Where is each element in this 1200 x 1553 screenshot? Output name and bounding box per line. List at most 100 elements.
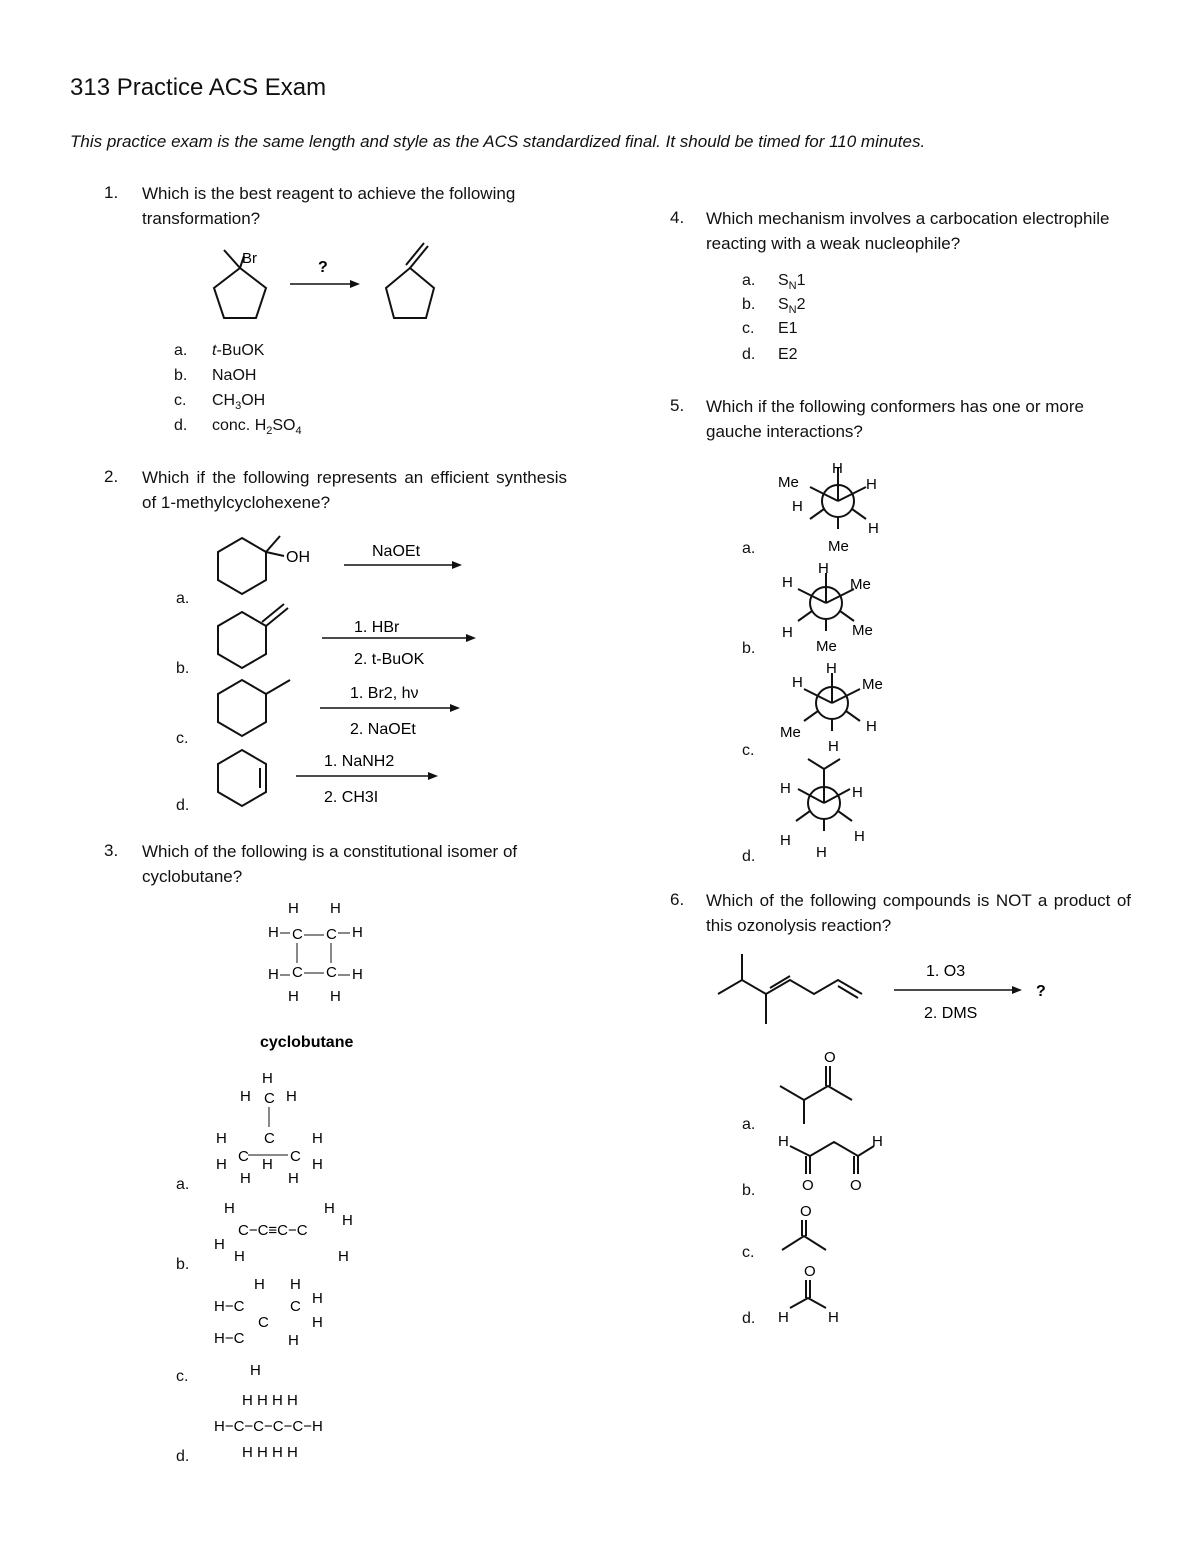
svg-text:H: H: [852, 784, 863, 801]
q2-option-c[interactable]: c.: [176, 730, 189, 747]
svg-text:H: H: [268, 966, 279, 983]
q1-option-c-letter: c.: [174, 392, 187, 409]
svg-text:H: H: [792, 498, 803, 515]
q2-number: 2.: [104, 467, 119, 486]
q1-option-d-letter: d.: [174, 417, 188, 434]
svg-text:H: H: [330, 988, 341, 1005]
svg-text:H: H: [854, 828, 865, 845]
q5-text: Which if the following conformers has on…: [706, 397, 1084, 441]
q5-option-b[interactable]: b.: [742, 640, 756, 657]
svg-text:H−C: H−C: [214, 1330, 245, 1347]
svg-text:H: H: [868, 520, 879, 537]
svg-text:H: H: [312, 1314, 323, 1331]
svg-text:H: H: [216, 1156, 227, 1173]
svg-text:H: H: [352, 924, 363, 941]
q6-option-d[interactable]: d.: [742, 1310, 756, 1327]
q4-option-b[interactable]: SN2: [778, 296, 806, 317]
svg-text:C: C: [326, 964, 337, 981]
svg-text:O: O: [804, 1263, 816, 1280]
q3-option-c[interactable]: c.: [176, 1368, 189, 1385]
svg-text:H: H: [312, 1156, 323, 1173]
svg-text:Me: Me: [862, 676, 883, 693]
svg-text:H: H: [214, 1236, 225, 1253]
q1-option-d[interactable]: conc. H2SO4: [212, 417, 302, 438]
svg-text:H: H: [828, 738, 839, 755]
svg-text:Me: Me: [816, 638, 837, 655]
q2-b-step2: 2. t-BuOK: [354, 651, 425, 668]
q4-option-c[interactable]: E1: [778, 320, 798, 337]
q1-number: 1.: [104, 183, 119, 202]
svg-text:H: H: [234, 1248, 245, 1265]
svg-text:Me: Me: [850, 576, 871, 593]
q1-option-a-letter: a.: [174, 342, 188, 359]
svg-text:H: H: [352, 966, 363, 983]
q1-reaction-scheme: Br ?: [212, 242, 436, 319]
svg-text:C−C≡C−C: C−C≡C−C: [238, 1222, 308, 1239]
svg-text:H: H: [312, 1290, 323, 1307]
q4-option-d[interactable]: E2: [778, 346, 798, 363]
svg-text:H: H: [828, 1309, 839, 1326]
q2-option-b[interactable]: b.: [176, 660, 190, 677]
q1-option-b-letter: b.: [174, 367, 188, 384]
svg-text:H: H: [780, 832, 791, 849]
q2-a-step1: NaOEt: [372, 543, 421, 560]
svg-text:H: H: [826, 660, 837, 677]
svg-text:O: O: [824, 1049, 836, 1066]
q5-option-a[interactable]: a.: [742, 540, 756, 557]
svg-text:H: H: [240, 1088, 251, 1105]
svg-text:C: C: [264, 1090, 275, 1107]
q5-option-c[interactable]: c.: [742, 742, 755, 759]
q4-number: 4.: [670, 208, 685, 227]
q2-b-step1: 1. HBr: [354, 619, 400, 636]
svg-text:H: H: [312, 1130, 323, 1147]
q2-synthesis-schemes: OH NaOEt 1. HBr 2. t-BuOK 1. Br2, hν 2. …: [217, 535, 476, 808]
svg-text:H: H: [268, 924, 279, 941]
q2-option-d[interactable]: d.: [176, 797, 190, 814]
q6-number: 6.: [670, 890, 685, 909]
q3-number: 3.: [104, 841, 119, 860]
q1-option-a[interactable]: t-BuOK: [212, 342, 265, 359]
svg-text:H: H: [338, 1248, 349, 1265]
svg-text:H: H: [216, 1130, 227, 1147]
svg-text:H: H: [288, 900, 299, 917]
q6-option-c[interactable]: c.: [742, 1244, 755, 1261]
svg-text:C: C: [258, 1314, 269, 1331]
svg-text:H: H: [818, 560, 829, 577]
svg-text:O: O: [802, 1177, 814, 1194]
q2-text: Which if the following represents an eff…: [142, 468, 567, 512]
svg-text:H: H: [866, 476, 877, 493]
svg-text:H: H: [782, 574, 793, 591]
q3-option-d[interactable]: d.: [176, 1448, 190, 1465]
svg-text:H: H: [778, 1309, 789, 1326]
svg-text:H: H: [324, 1200, 335, 1217]
q6-option-a[interactable]: a.: [742, 1116, 756, 1133]
q2-c-step1: 1. Br2, hν: [350, 685, 418, 702]
svg-text:H: H: [816, 844, 827, 861]
svg-text:H: H: [778, 1133, 789, 1150]
svg-text:Me: Me: [778, 474, 799, 491]
q5-option-d[interactable]: d.: [742, 848, 756, 865]
q3-cyclobutane-label: cyclobutane: [260, 1034, 353, 1051]
svg-text:C: C: [292, 964, 303, 981]
svg-text:Me: Me: [852, 622, 873, 639]
svg-text:H−C−C−C−C−H: H−C−C−C−C−H: [214, 1418, 323, 1435]
svg-text:H: H: [792, 674, 803, 691]
q3-text: Which of the following is a constitution…: [142, 842, 518, 886]
q6-step1: 1. O3: [926, 963, 965, 980]
svg-text:H: H: [288, 1170, 299, 1187]
q4-option-a[interactable]: SN1: [778, 272, 806, 293]
q6-option-b[interactable]: b.: [742, 1182, 756, 1199]
q3-option-a[interactable]: a.: [176, 1176, 190, 1193]
svg-text:O: O: [850, 1177, 862, 1194]
q2-a-oh-label: OH: [286, 549, 310, 566]
q1-option-b[interactable]: NaOH: [212, 367, 257, 384]
q1-option-c[interactable]: CH3OH: [212, 392, 266, 413]
svg-text:H: H: [342, 1212, 353, 1229]
q2-option-a[interactable]: a.: [176, 590, 190, 607]
svg-text:C: C: [238, 1148, 249, 1165]
q3-option-b[interactable]: b.: [176, 1256, 190, 1273]
svg-text:H: H: [262, 1156, 273, 1173]
